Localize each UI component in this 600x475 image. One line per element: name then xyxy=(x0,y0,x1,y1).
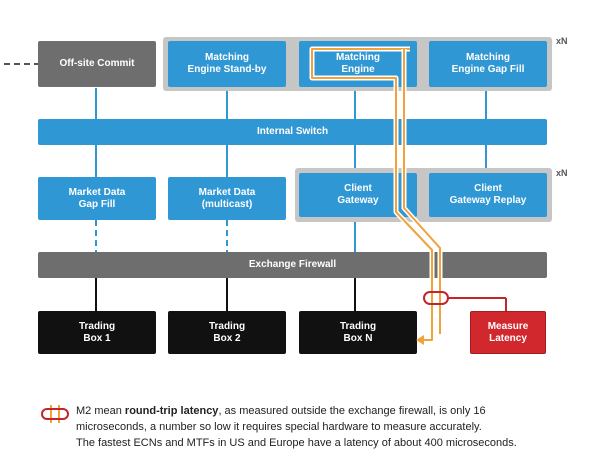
matching-engine-line1: Matching xyxy=(336,52,380,63)
latency-probe-ring xyxy=(423,291,449,305)
latency-path-out xyxy=(309,46,435,343)
latency-path-out-core xyxy=(311,48,433,341)
trading-box-1-line2: Box 1 xyxy=(83,332,111,344)
internal-switch-label: Internal Switch xyxy=(256,126,329,137)
measure-latency-line1: Measure xyxy=(487,320,529,332)
note-line1-rest: , as measured outside the exchange firew… xyxy=(218,405,486,417)
trading-box-1-line1: Trading xyxy=(78,320,116,332)
market-multicast-line1: Market Data xyxy=(198,186,256,198)
trading-box-2-line1: Trading xyxy=(208,320,246,332)
market-data-multicast-box: Market Data (multicast) xyxy=(168,177,286,220)
exchange-firewall-label: Exchange Firewall xyxy=(248,259,337,270)
trading-box-2-line2: Box 2 xyxy=(213,332,241,344)
market-data-gapfill-box: Market Data Gap Fill xyxy=(38,177,156,220)
matching-standby-line1: Matching xyxy=(205,52,249,63)
matching-standby-line2: Engine Stand-by xyxy=(187,64,267,75)
exchange-firewall-bar: Exchange Firewall xyxy=(38,252,547,278)
measure-latency-line2: Latency xyxy=(489,332,527,344)
offsite-commit-box: Off-site Commit xyxy=(38,41,156,87)
market-gapfill-line1: Market Data xyxy=(68,186,126,198)
client-replay-line2: Gateway Replay xyxy=(449,195,527,206)
market-gapfill-line2: Gap Fill xyxy=(78,198,116,210)
latency-legend-icon xyxy=(41,405,69,423)
client-gateway-line2: Gateway xyxy=(337,195,379,206)
internal-switch-bar: Internal Switch xyxy=(38,119,547,145)
trading-box-2: Trading Box 2 xyxy=(168,311,286,354)
trading-box-n-line1: Trading xyxy=(339,320,377,332)
matching-engine-line2: Engine xyxy=(341,64,375,75)
multiplier-label-gateway: xN xyxy=(556,168,568,178)
matching-gapfill-line2: Engine Gap Fill xyxy=(451,64,525,75)
trading-box-n: Trading Box N xyxy=(299,311,417,354)
measure-latency-box: Measure Latency xyxy=(470,311,546,354)
offsite-commit-label: Off-site Commit xyxy=(59,58,135,69)
latency-arrowhead xyxy=(416,335,424,345)
note-bold: round-trip latency xyxy=(124,405,219,417)
note-line2: microseconds, a number so low it require… xyxy=(76,421,482,433)
trading-box-n-line2: Box N xyxy=(343,332,373,344)
note-prefix: M2 mean xyxy=(76,405,125,417)
latency-note: M2 mean round-trip latency, as measured … xyxy=(76,403,576,451)
note-line3: The fastest ECNs and MTFs in US and Euro… xyxy=(76,437,517,449)
trading-box-1: Trading Box 1 xyxy=(38,311,156,354)
client-gateway-line1: Client xyxy=(344,183,372,194)
multiplier-label-top: xN xyxy=(556,36,568,46)
matching-gapfill-line1: Matching xyxy=(466,52,510,63)
client-replay-line1: Client xyxy=(474,183,502,194)
market-multicast-line2: (multicast) xyxy=(201,198,253,210)
matching-standby-box: Matching Engine Stand-by xyxy=(168,41,286,87)
matching-gapfill-box: Matching Engine Gap Fill xyxy=(429,41,547,87)
client-gateway-replay-box: Client Gateway Replay xyxy=(429,173,547,217)
